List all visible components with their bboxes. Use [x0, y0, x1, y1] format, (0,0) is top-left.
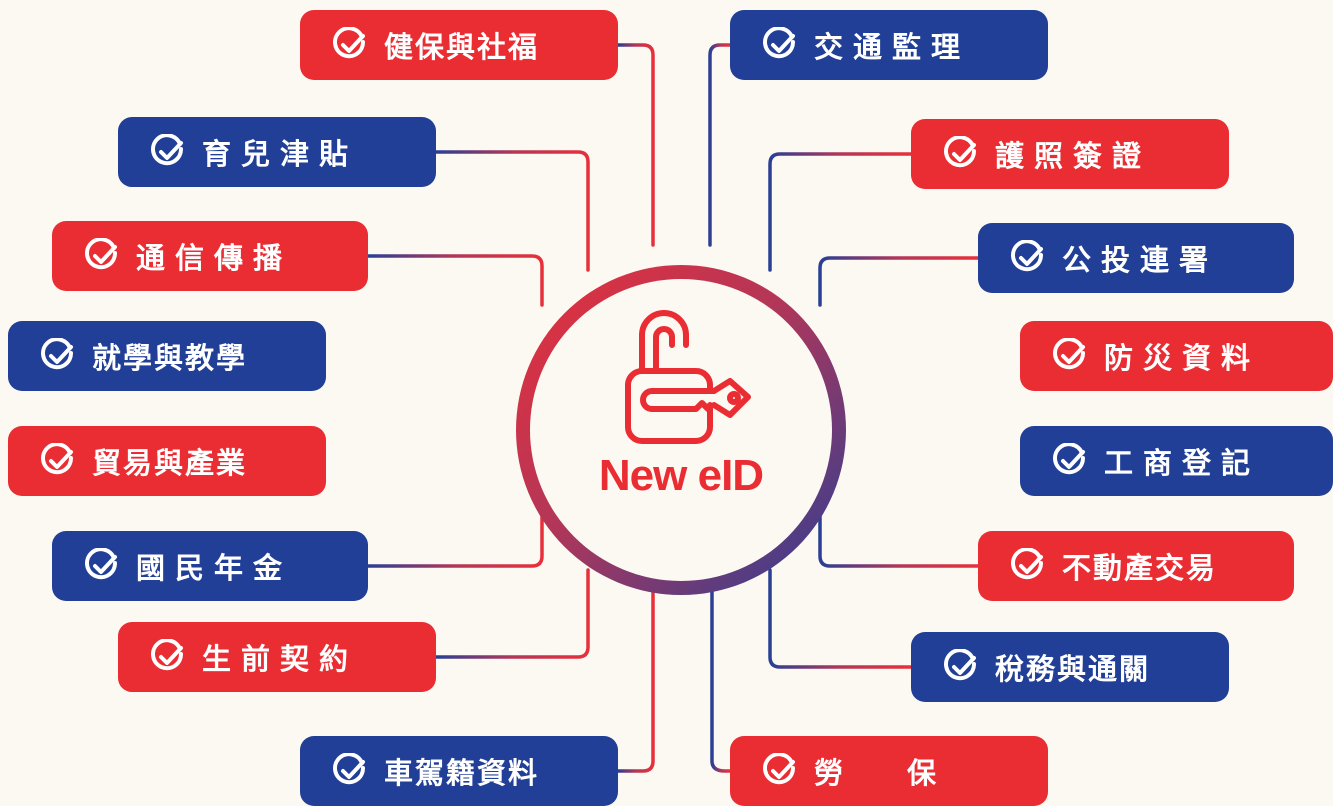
- hub-title: New eID: [598, 451, 764, 500]
- connector-right-1: [768, 152, 913, 272]
- connector-left-5: [366, 508, 544, 568]
- connector-right-2: [818, 256, 980, 307]
- service-label: 護照簽證: [995, 139, 1152, 173]
- check-circle-icon: [1053, 338, 1086, 370]
- check-circle-icon: [85, 238, 118, 270]
- service-label: 通信傳播: [136, 241, 293, 275]
- check-circle-icon: [1053, 443, 1086, 475]
- check-circle-icon: [151, 134, 184, 166]
- padlock-key-icon: [625, 310, 751, 444]
- service-item-right-7[interactable]: 勞 保: [730, 736, 1048, 806]
- check-circle-icon: [151, 639, 184, 671]
- connector-left-7: [616, 588, 655, 773]
- service-label: 防災資料: [1104, 341, 1261, 375]
- service-item-right-2[interactable]: 公投連署: [978, 223, 1294, 293]
- service-label: 不動產交易: [1062, 551, 1218, 585]
- service-item-right-1[interactable]: 護照簽證: [911, 119, 1229, 189]
- service-item-right-4[interactable]: 工商登記: [1020, 426, 1333, 496]
- service-label: 育兒津貼: [202, 137, 359, 171]
- service-item-right-6[interactable]: 稅務與通關: [911, 632, 1229, 702]
- check-circle-icon: [1011, 548, 1044, 580]
- check-circle-icon: [1011, 240, 1044, 272]
- connector-left-6: [434, 568, 590, 659]
- service-label: 交通監理: [814, 30, 971, 64]
- service-item-left-3[interactable]: 就學與教學: [8, 321, 326, 391]
- service-label: 貿易與產業: [92, 446, 248, 480]
- service-item-left-0[interactable]: 健保與社福: [300, 10, 618, 80]
- check-circle-icon: [763, 27, 796, 59]
- check-circle-icon: [41, 443, 74, 475]
- connector-left-0: [616, 43, 655, 247]
- service-item-left-6[interactable]: 生前契約: [118, 622, 436, 692]
- service-label: 就學與教學: [92, 341, 248, 375]
- service-item-right-5[interactable]: 不動產交易: [978, 531, 1294, 601]
- service-item-right-3[interactable]: 防災資料: [1020, 321, 1333, 391]
- connector-left-1: [434, 150, 590, 272]
- connector-right-5: [818, 508, 980, 568]
- service-label: 生前契約: [202, 642, 359, 676]
- service-item-left-7[interactable]: 車駕籍資料: [300, 736, 618, 806]
- check-circle-icon: [85, 548, 118, 580]
- connector-right-0: [708, 43, 732, 247]
- connector-right-7: [710, 588, 732, 773]
- service-label: 勞 保: [814, 756, 939, 790]
- service-item-left-5[interactable]: 國民年金: [52, 531, 368, 601]
- new-eid-hub: New eID: [516, 265, 846, 595]
- check-circle-icon: [333, 753, 366, 785]
- check-circle-icon: [333, 27, 366, 59]
- service-item-left-1[interactable]: 育兒津貼: [118, 117, 436, 187]
- check-circle-icon: [41, 338, 74, 370]
- connector-left-2: [366, 254, 544, 307]
- hub-inner: New eID: [530, 279, 832, 581]
- check-circle-icon: [763, 753, 796, 785]
- check-circle-icon: [944, 136, 977, 168]
- service-item-left-4[interactable]: 貿易與產業: [8, 426, 326, 496]
- service-label: 工商登記: [1104, 446, 1261, 480]
- service-label: 稅務與通關: [995, 652, 1151, 686]
- service-item-left-2[interactable]: 通信傳播: [52, 221, 368, 291]
- service-label: 國民年金: [136, 551, 293, 585]
- connector-right-6: [768, 568, 913, 669]
- check-circle-icon: [944, 649, 977, 681]
- service-label: 公投連署: [1062, 243, 1219, 277]
- service-label: 車駕籍資料: [384, 756, 540, 790]
- service-item-right-0[interactable]: 交通監理: [730, 10, 1048, 80]
- service-label: 健保與社福: [384, 30, 540, 64]
